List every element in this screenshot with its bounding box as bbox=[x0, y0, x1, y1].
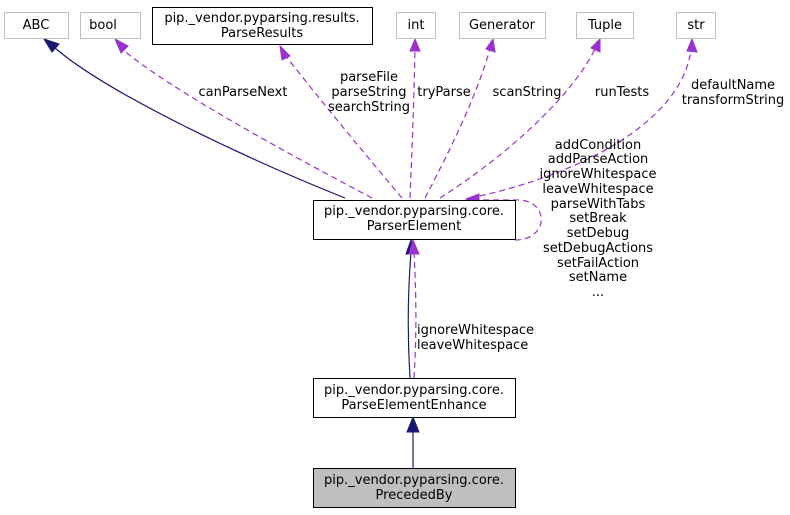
edge-label-self: addParseAction bbox=[548, 152, 649, 167]
edge-label-self: ignoreWhitespace bbox=[539, 167, 656, 182]
node-generator-label: Generator bbox=[469, 18, 536, 33]
node-bool[interactable]: bool bbox=[80, 12, 141, 39]
node-preceded-by-label: PrecededBy bbox=[376, 488, 453, 503]
node-preceded-by[interactable]: pip._vendor.pyparsing.core. PrecededBy bbox=[313, 468, 516, 508]
node-parse-element-enhance[interactable]: pip._vendor.pyparsing.core. ParseElement… bbox=[313, 378, 516, 418]
edge-label-generator: scanString bbox=[493, 85, 562, 100]
arrowhead-parse-results bbox=[279, 44, 291, 61]
edge-label-self: parseWithTabs bbox=[551, 197, 646, 212]
node-generator[interactable]: Generator bbox=[459, 12, 546, 39]
edge-label-parse-results: searchString bbox=[328, 100, 410, 115]
node-parser-element-label: ParserElement bbox=[367, 219, 462, 234]
edge-label-self: addCondition bbox=[555, 138, 642, 153]
node-str-label: str bbox=[687, 18, 705, 33]
node-parse-results-label: ParseResults bbox=[221, 26, 304, 41]
node-int-label: int bbox=[408, 18, 425, 33]
node-abc[interactable]: ABC bbox=[4, 12, 69, 39]
edge-label-int: tryParse bbox=[417, 85, 470, 100]
arrowhead-enhance-usage bbox=[408, 238, 420, 255]
arrowhead-tuple bbox=[590, 37, 601, 53]
edge-label-self: setFailAction bbox=[557, 256, 639, 271]
edge-enhance-usage bbox=[413, 251, 417, 379]
edge-label-self: setBreak bbox=[569, 211, 627, 226]
node-int[interactable]: int bbox=[396, 12, 436, 39]
edge-label-self: leaveWhitespace bbox=[542, 182, 653, 197]
node-parse-results[interactable]: pip._vendor.pyparsing.results. ParseResu… bbox=[152, 7, 373, 45]
edge-label-str: transformString bbox=[682, 93, 785, 108]
node-parse-results-label: pip._vendor.pyparsing.results. bbox=[164, 11, 359, 26]
arrowhead-generator bbox=[485, 37, 496, 53]
edge-label-self: ... bbox=[592, 285, 604, 300]
edge-label-parse-results: parseString bbox=[331, 85, 406, 100]
edge-label-bool: canParseNext bbox=[199, 85, 288, 100]
node-parser-element-label: pip._vendor.pyparsing.core. bbox=[324, 204, 504, 219]
edge-label-self: setName bbox=[569, 270, 627, 285]
arrowhead-str bbox=[686, 37, 698, 53]
edge-generator bbox=[424, 48, 491, 199]
node-abc-label: ABC bbox=[23, 18, 50, 33]
node-bool-label: bool bbox=[89, 18, 117, 33]
node-parse-element-enhance-label: pip._vendor.pyparsing.core. bbox=[324, 383, 504, 398]
edge-abc-inheritance bbox=[54, 47, 346, 199]
node-parse-element-enhance-label: ParseElementEnhance bbox=[341, 398, 486, 413]
edge-label-enhance: leaveWhitespace bbox=[417, 338, 528, 353]
arrowhead-abc bbox=[42, 38, 60, 53]
edge-parse-results bbox=[284, 54, 403, 199]
arrowhead-int bbox=[409, 37, 421, 52]
edge-label-parse-results: parseFile bbox=[340, 70, 398, 85]
edge-self-loop bbox=[478, 199, 542, 241]
edge-bool bbox=[121, 48, 373, 199]
arrowhead-bool bbox=[113, 37, 129, 54]
edge-int bbox=[409, 48, 416, 199]
edge-label-str: defaultName bbox=[691, 78, 775, 93]
edge-label-self: setDebug bbox=[567, 226, 630, 241]
edge-enhance-inheritance bbox=[407, 251, 412, 379]
edge-label-self: setDebugActions bbox=[543, 241, 653, 256]
edge-label-tuple: runTests bbox=[595, 85, 649, 100]
edge-labels: canParseNext parseFile parseString searc… bbox=[199, 70, 785, 353]
node-str[interactable]: str bbox=[676, 12, 716, 39]
node-tuple[interactable]: Tuple bbox=[576, 12, 634, 39]
arrowhead-precededby bbox=[406, 415, 420, 433]
edge-label-enhance: ignoreWhitespace bbox=[417, 323, 534, 338]
edge-tuple bbox=[439, 48, 596, 199]
node-parser-element[interactable]: pip._vendor.pyparsing.core. ParserElemen… bbox=[313, 200, 516, 240]
edges bbox=[42, 37, 698, 468]
node-preceded-by-label: pip._vendor.pyparsing.core. bbox=[324, 473, 504, 488]
node-tuple-label: Tuple bbox=[587, 18, 622, 33]
